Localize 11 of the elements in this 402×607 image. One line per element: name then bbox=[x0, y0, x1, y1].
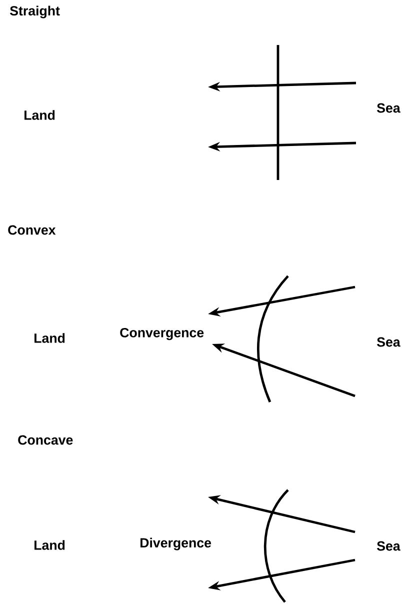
area-label: Sea bbox=[376, 103, 400, 113]
area-label: Sea bbox=[376, 337, 400, 347]
area-label: Land bbox=[34, 540, 65, 550]
area-label: Land bbox=[24, 110, 55, 120]
effect-label: Convergence bbox=[120, 328, 204, 340]
area-label: Land bbox=[34, 333, 65, 343]
area-label: Sea bbox=[376, 541, 400, 551]
panel-title: Straight bbox=[10, 6, 60, 18]
effect-label: Divergence bbox=[140, 538, 212, 550]
panel-title: Convex bbox=[8, 225, 56, 235]
panel-title: Concave bbox=[18, 435, 73, 445]
